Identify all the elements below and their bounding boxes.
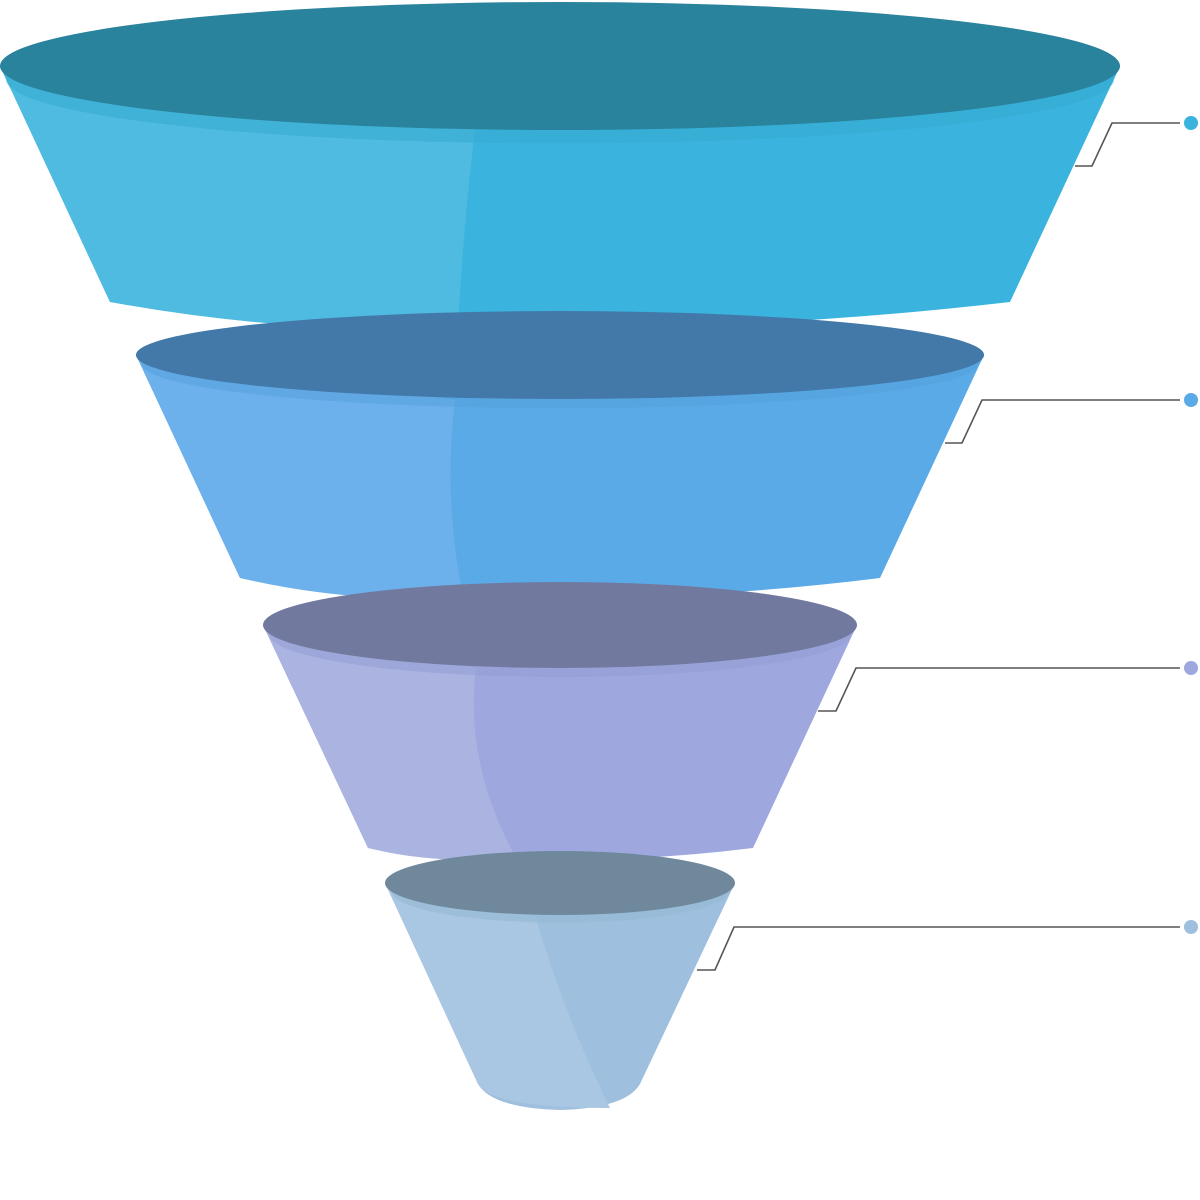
funnel-stage-bottom [385,851,735,1110]
funnel-rim-band-bottom [385,883,735,923]
funnel-top-ellipse-second [136,311,984,399]
funnel-stage-second [136,311,984,599]
connector-dot-bottom [1184,920,1198,934]
funnel-stage-top [0,2,1120,329]
funnel-stage-third [263,582,857,860]
funnel-rim-band-top [0,66,1120,144]
connector-line-third [818,667,1180,712]
funnel-top-ellipse-top [0,2,1120,130]
funnel-highlight-third [263,625,515,860]
connector-dot-third [1184,661,1198,675]
connector-line-second [945,399,1180,444]
funnel-top-ellipse-bottom [385,851,735,915]
connector-dot-second [1184,393,1198,407]
funnel-top-ellipse-third [263,582,857,668]
funnel-rim-band-second [136,355,984,409]
funnel-rim-band-third [263,625,857,677]
connector-line-top [1075,122,1180,167]
funnel-highlight-bottom [385,883,610,1108]
funnel-highlight-second [136,355,463,599]
connector-dot-top [1184,116,1198,130]
connector-line-bottom [697,926,1180,971]
